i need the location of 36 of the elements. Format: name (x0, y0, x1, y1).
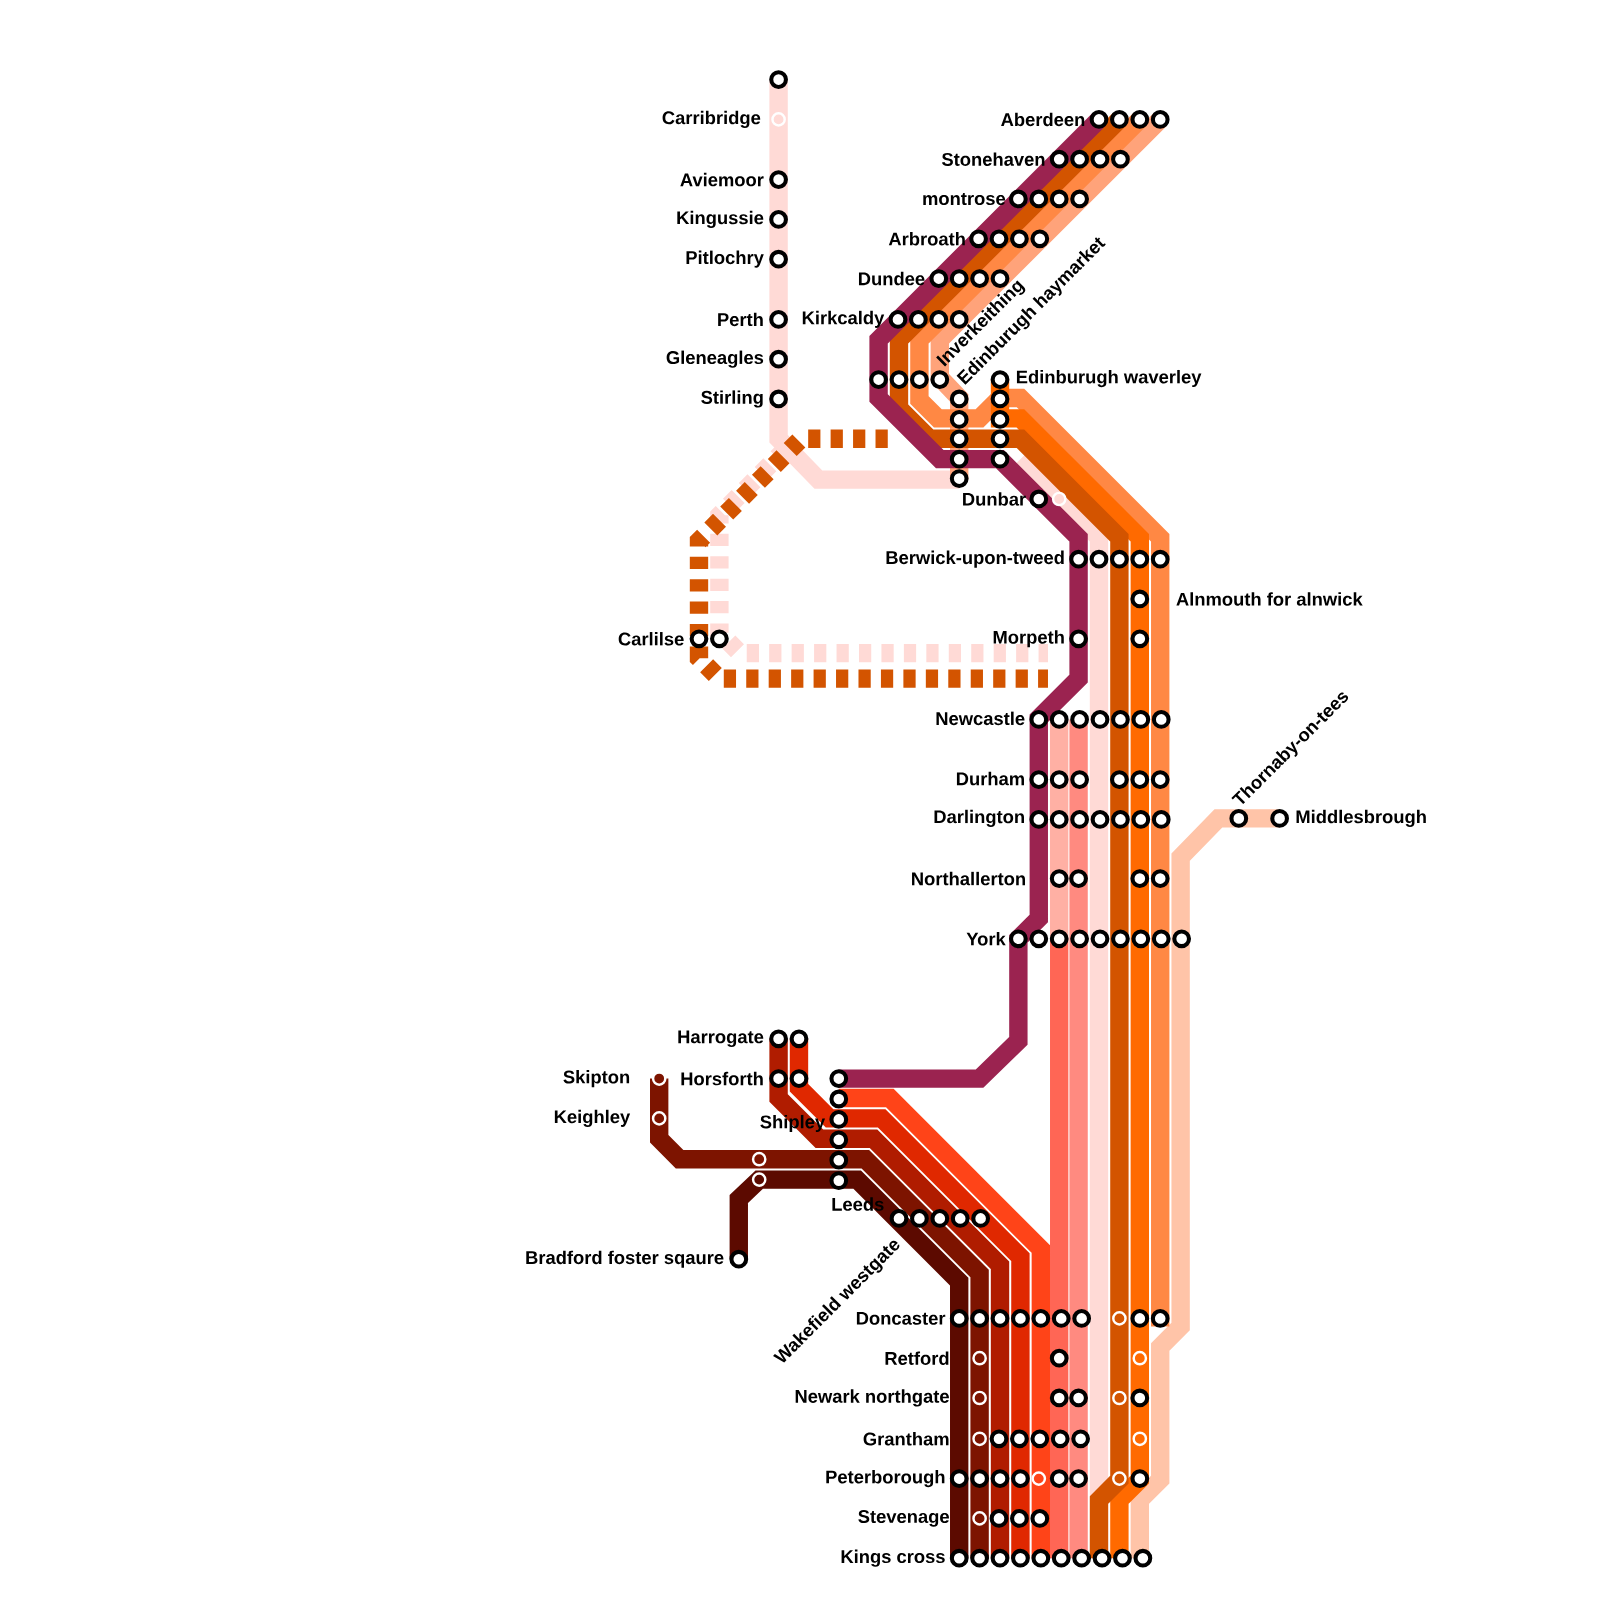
station-label: Berwick-upon-tweed (886, 550, 1064, 568)
station-label: montrose (923, 192, 1006, 206)
station-label: Newark northgate (795, 1389, 949, 1407)
station-label: Bradford foster sqaure (526, 1250, 724, 1268)
station-label: Newcastle (936, 711, 1025, 726)
station-label: Pitlochry (686, 250, 764, 268)
station-label: Stirling (701, 390, 763, 408)
station-label: Harrogate (678, 1030, 764, 1048)
station-label: Stevenage (858, 1510, 949, 1527)
station-label: Horsforth (681, 1071, 763, 1086)
station-label: Kings cross (841, 1549, 945, 1567)
station-label: Gleneagles (666, 350, 764, 368)
station-label: Aviemoor (680, 172, 764, 187)
station-label: Skipton (563, 1070, 630, 1088)
station-label: York (966, 932, 1006, 946)
station-label: Darlington (934, 809, 1024, 827)
station-label: Kirkcaldy (802, 310, 885, 328)
station-label: Aberdeen (1001, 112, 1085, 127)
station-label: Carribridge (662, 110, 761, 128)
station-label: Carlilse (618, 632, 684, 646)
station-label: Arbroath (888, 232, 965, 246)
station-label: Middlesbrough (1296, 809, 1426, 827)
station-label: Keighley (554, 1109, 631, 1127)
station-label: Durham (956, 771, 1024, 786)
station-label: Morpeth (993, 630, 1064, 648)
station-label: Grantham (863, 1432, 949, 1446)
station-label: Dundee (859, 271, 925, 286)
station-label: Dunbar (963, 492, 1026, 506)
station-label: Doncaster (856, 1311, 946, 1325)
station-label: Stonehaven (941, 152, 1045, 166)
station-label: Peterborough (826, 1470, 945, 1488)
station-label: Northallerton (912, 871, 1025, 886)
station-label: Kingussie (677, 210, 764, 228)
station-label: Retford (885, 1351, 949, 1365)
station-label: Perth (718, 312, 763, 327)
station-label: Alnmouth for alnwick (1176, 592, 1363, 606)
